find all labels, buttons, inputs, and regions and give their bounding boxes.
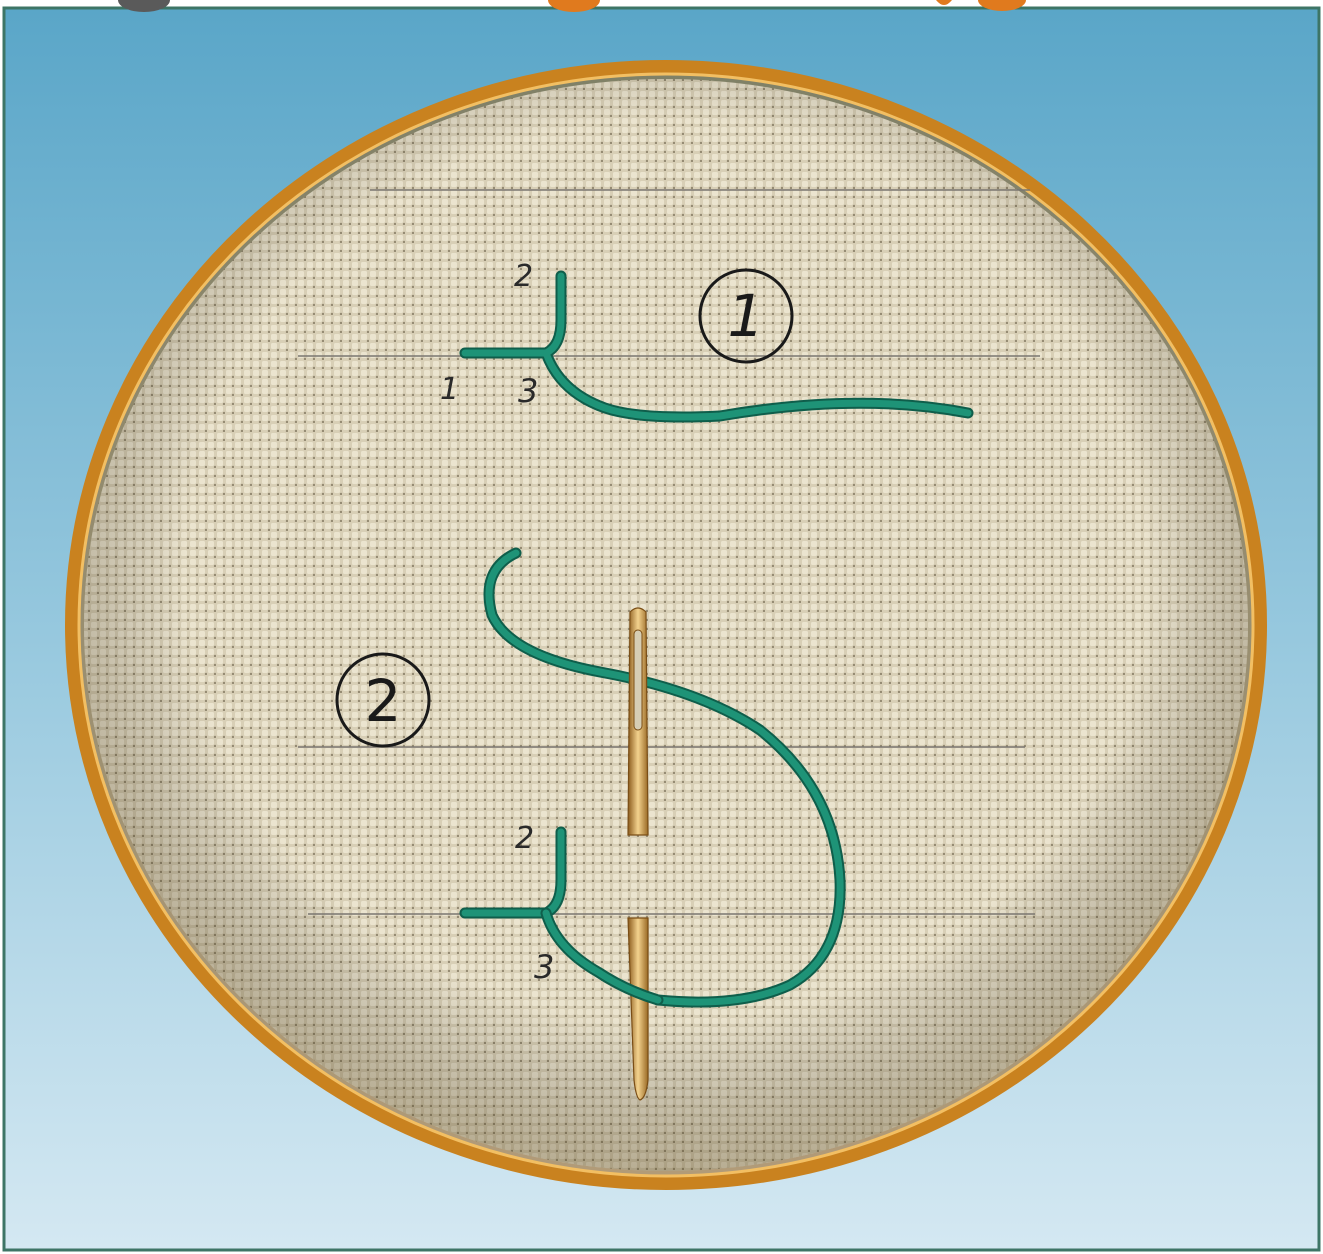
step-one-point-two: 2 — [514, 259, 533, 294]
step-one-point-three: 3 — [518, 372, 538, 410]
svg-text:1: 1 — [728, 282, 765, 350]
svg-text:2: 2 — [365, 667, 402, 735]
step-two-point-three: 3 — [534, 948, 554, 986]
embroidery-hoop — [70, 67, 1262, 1187]
step-one-point-one: 1 — [440, 372, 459, 407]
step-two-point-two: 2 — [515, 821, 534, 856]
